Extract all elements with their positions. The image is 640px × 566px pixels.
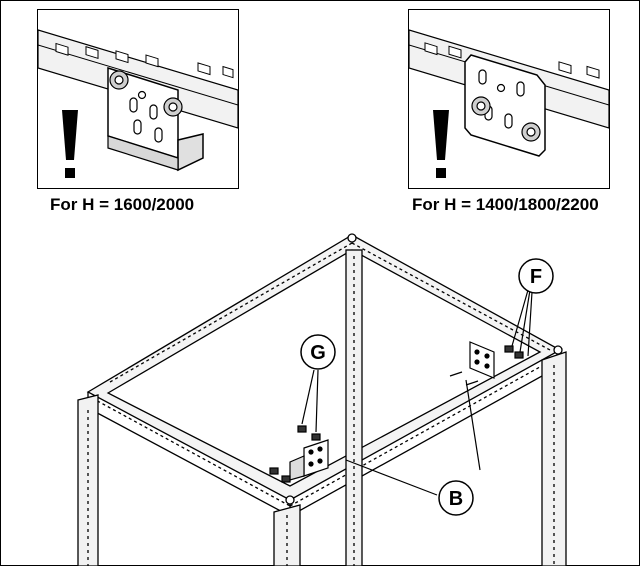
- callout-f: F: [518, 258, 554, 294]
- callout-g-label: G: [310, 342, 326, 364]
- inset-left: [37, 9, 239, 189]
- bracket-f: [449, 341, 524, 386]
- bracket-g: [269, 425, 329, 483]
- callout-f-label: F: [530, 266, 542, 288]
- callout-g: G: [300, 334, 336, 370]
- callout-b-label: B: [449, 488, 463, 510]
- inset-right-caption: For H = 1400/1800/2200: [412, 195, 599, 214]
- inset-left-drawing: [38, 29, 238, 178]
- inset-right-drawing: [409, 29, 609, 178]
- callout-b: B: [438, 480, 474, 516]
- warning-icon: [62, 110, 78, 178]
- inset-left-caption: For H = 1600/2000: [50, 195, 195, 214]
- inset-right: [408, 9, 610, 189]
- warning-icon: [433, 110, 449, 178]
